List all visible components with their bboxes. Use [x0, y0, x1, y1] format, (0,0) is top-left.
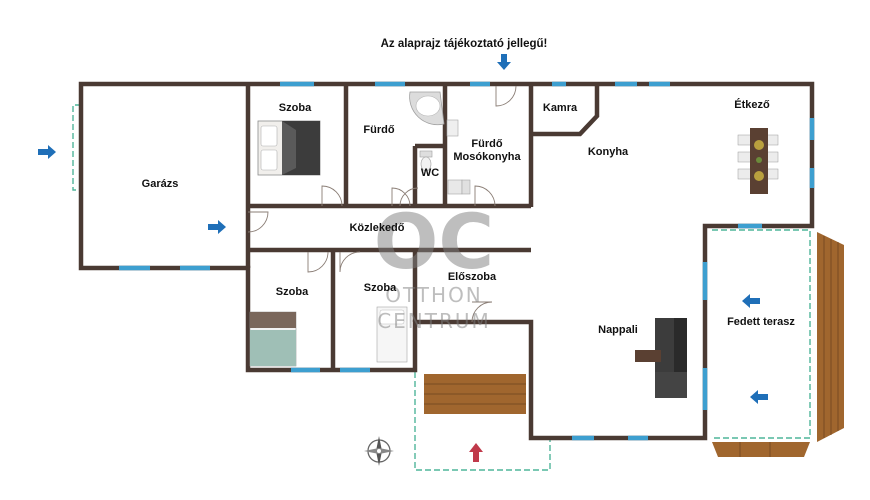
- room-label-dining: Étkező: [734, 98, 770, 111]
- room-label-living: Nappali: [598, 324, 638, 336]
- door-garage: [247, 211, 269, 233]
- dining-table: [737, 128, 779, 194]
- blue-arrow-icon: [38, 54, 768, 404]
- bed-bottom-left: [249, 311, 297, 367]
- bottom-deck: [712, 442, 810, 457]
- arrow-terrace-bottom: [750, 390, 768, 404]
- garage-side-outline: [72, 104, 81, 191]
- arrow-terrace-top: [742, 294, 760, 308]
- bathtub: [409, 91, 445, 126]
- room-label-garage: Garázs: [142, 178, 179, 190]
- room-label-kitchen: Konyha: [588, 146, 629, 158]
- doors: [247, 85, 517, 323]
- room-label-room-bottom-middle: Szoba: [364, 282, 397, 294]
- notice-text: Az alaprajz tájékoztató jellegű!: [381, 38, 548, 50]
- watermark-logo: OC: [374, 197, 494, 286]
- room-label-room-top: Szoba: [279, 102, 312, 114]
- room-label-corridor: Közlekedő: [349, 222, 404, 234]
- wall-wc: [412, 143, 445, 206]
- watermark: OC OTTHON CENTRUM: [374, 197, 494, 333]
- room-label-bath-2: Fürdő: [471, 138, 502, 150]
- wall-pantry: [531, 84, 600, 137]
- terrace-outlines: [72, 104, 811, 471]
- arrow-notice-down: [497, 54, 511, 70]
- door-entrance: [471, 301, 493, 323]
- door-room-bottom-left: [307, 251, 329, 273]
- sink-bath-1: [446, 119, 459, 137]
- room-label-pantry: Kamra: [543, 102, 578, 114]
- front-deck: [424, 374, 526, 414]
- red-arrow-icon: [469, 443, 483, 462]
- covered-terrace-outline: [712, 229, 811, 439]
- room-label-entrance: Előszoba: [448, 271, 497, 283]
- door-room-bottom-middle: [339, 251, 361, 273]
- side-deck: [817, 232, 844, 442]
- laundry-fixtures: [447, 179, 471, 195]
- windows: [119, 81, 815, 441]
- arrow-garage-side: [38, 145, 56, 159]
- room-label-wc: WC: [421, 167, 439, 179]
- front-terrace-outline: [414, 345, 551, 471]
- door-wc: [399, 187, 419, 207]
- door-bath-1: [391, 187, 411, 207]
- bed-top: [257, 120, 321, 176]
- room-label-terrace: Fedett terasz: [727, 316, 795, 328]
- room-label-laundry: Mosókonyha: [453, 151, 521, 163]
- door-laundry: [474, 185, 496, 207]
- room-label-room-bottom-left: Szoba: [276, 286, 309, 298]
- toilet-wc: [419, 150, 433, 172]
- coffee-table: [635, 350, 661, 362]
- compass-icon: [364, 436, 394, 466]
- bed-bottom-middle: [376, 306, 408, 363]
- watermark-line-1: OTTHON: [385, 283, 483, 307]
- door-room-top: [321, 185, 343, 207]
- arrow-garage-inner: [208, 220, 226, 234]
- room-label-bath-1: Fürdő: [363, 124, 394, 136]
- door-bath-2: [495, 85, 517, 107]
- watermark-line-2: CENTRUM: [377, 309, 491, 333]
- walls: [78, 81, 815, 441]
